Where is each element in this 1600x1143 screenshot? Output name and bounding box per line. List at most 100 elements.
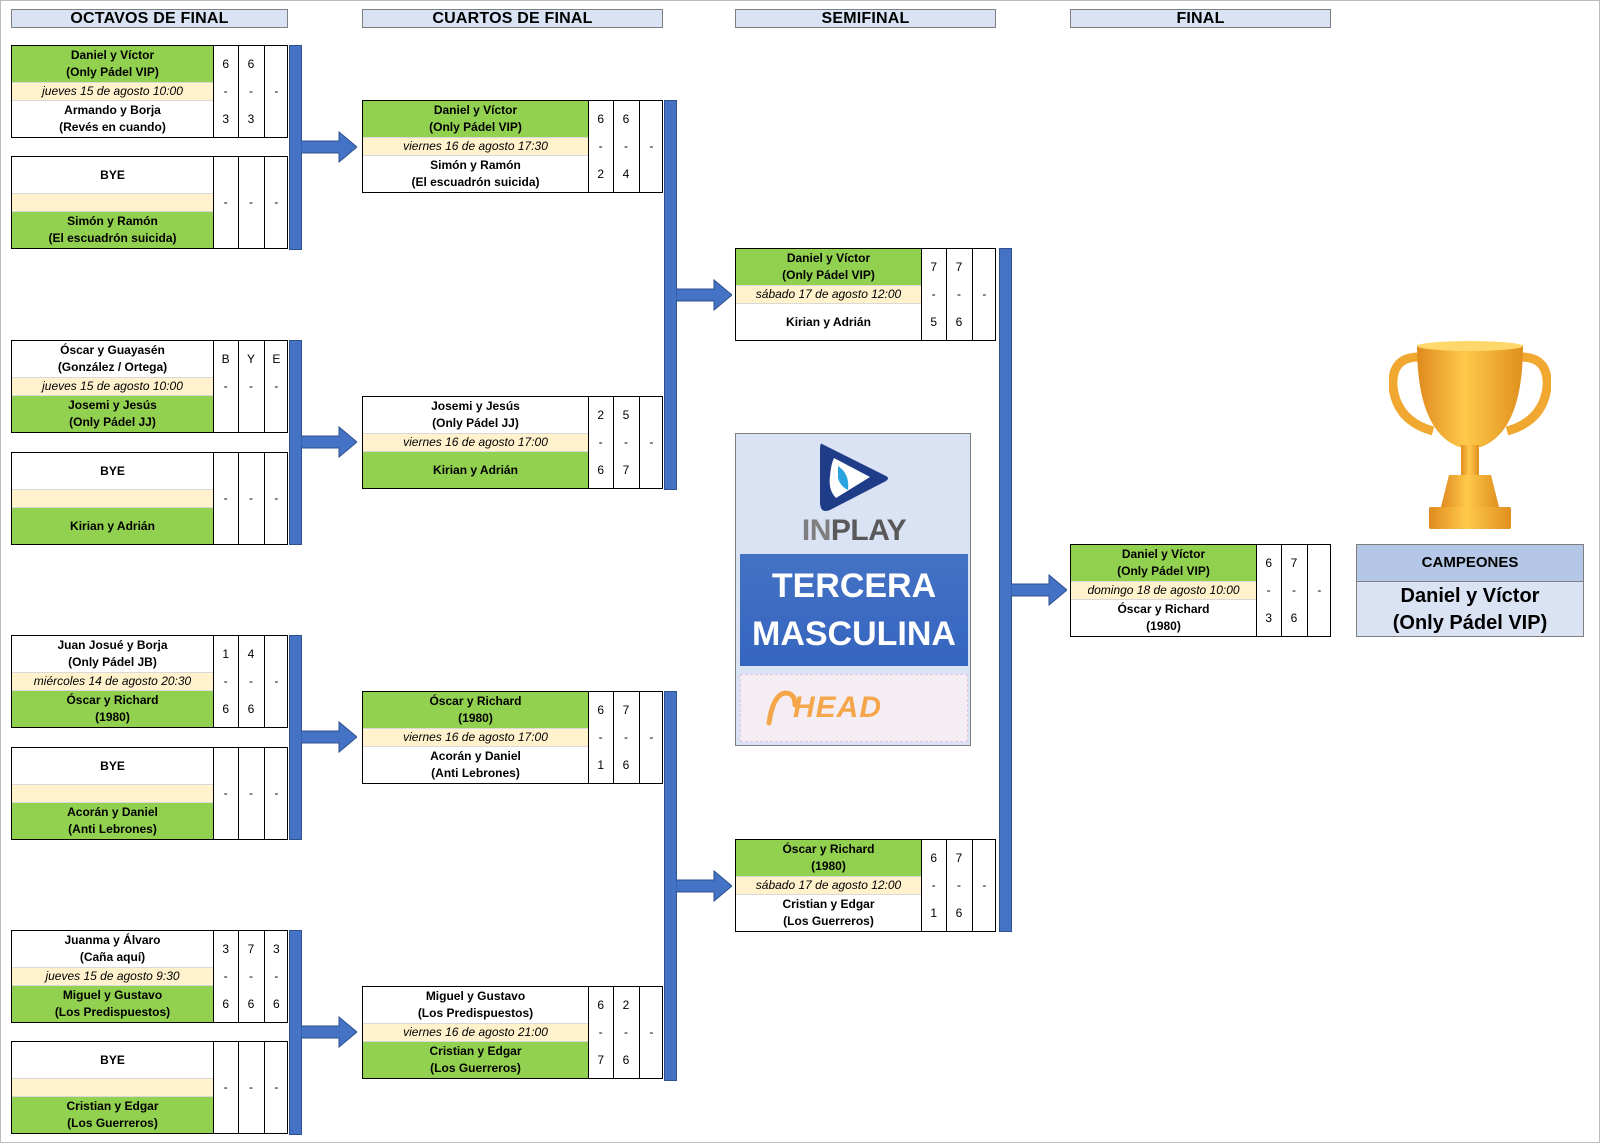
score-divider [238,636,240,727]
score-cell: 6 [930,850,937,865]
connector-arrow-icon [301,720,357,754]
score-cell: - [223,786,228,800]
round-header-semifinal: SEMIFINAL [735,9,996,28]
inplay-wordmark: INPLAY [736,514,972,548]
score-cell: - [274,379,279,393]
score-divider [263,1042,265,1133]
score-divider [588,987,589,1078]
score-cell: Y [246,351,255,366]
team-club: (Only Pádel JJ) [432,416,519,430]
match-datetime: jueves 15 de agosto 10:00 [12,377,213,396]
score-cell: - [274,1080,279,1094]
team-top: BYE [12,453,213,489]
score-divider [263,931,265,1022]
score-divider [613,101,615,192]
match-datetime: viernes 16 de agosto 17:00 [363,728,588,747]
category-box: TERCERA MASCULINA [740,554,968,666]
team-name: Acorán y Daniel [67,805,158,819]
match-datetime [12,1078,213,1097]
score-cell: - [623,1025,628,1039]
score-cell: - [649,1025,654,1039]
score-divider [613,397,615,488]
team-top: BYE [12,157,213,193]
team-club: (1980) [1146,619,1181,633]
score-cell [264,396,289,432]
score-divider [588,101,589,192]
score-cell: - [623,730,628,744]
inplay-in: IN [801,514,832,547]
score-cell: - [1317,583,1322,597]
score-divider [213,341,214,432]
match-datetime [12,489,213,508]
champions-line-2: (Only Pádel VIP) [1392,612,1548,634]
score-cell [1307,600,1332,636]
team-name: Kirian y Adrián [70,518,155,533]
score-cell: - [223,674,228,688]
score-cell: - [1291,583,1296,597]
score-cell: 6 [955,314,963,329]
score-divider [588,692,589,783]
score-cell: 7 [597,1052,604,1067]
team-name: Daniel y Víctor [70,48,155,62]
team-name: BYE [100,463,125,478]
score-cell: - [248,969,253,983]
score-cell: 4 [247,646,255,661]
score-cell [264,691,289,727]
team-name: Daniel y Víctor [433,103,518,117]
score-cell: 6 [597,997,604,1012]
score-cell: - [223,491,228,505]
score-cell: 6 [597,462,604,477]
score-cell: 6 [222,56,229,71]
team-name: Armando y Borja [64,103,161,117]
team-club: (1980) [458,711,493,725]
match-box: Daniel y Víctor(Only Pádel VIP)viernes 1… [362,100,663,193]
score-cell: - [956,287,961,301]
score-divider [213,453,214,544]
score-divider [638,397,640,488]
team-club: (Revés en cuando) [59,120,166,134]
match-datetime [12,784,213,803]
team-top: BYE [12,748,213,784]
score-divider [638,692,640,783]
score-divider [946,249,948,340]
score-cell: 6 [247,701,255,716]
team-club: (Anti Lebrones) [68,822,157,836]
score-cell: 7 [1290,555,1298,570]
team-name: BYE [100,758,125,773]
connector-arrow-icon [301,425,357,459]
team-bottom: Simón y Ramón(El escuadrón suicida) [12,212,213,248]
team-bottom: Armando y Borja (Revés en cuando) [12,101,213,137]
score-cell [238,396,263,432]
team-name: Juanma y Álvaro [64,933,161,947]
team-club: (Anti Lebrones) [431,766,520,780]
score-cell: 7 [622,462,630,477]
score-cell: 6 [955,905,963,920]
score-cell: - [274,969,279,983]
score-cell: 6 [1290,610,1298,625]
team-club: (Only Pádel VIP) [429,120,522,134]
score-cell: 6 [597,111,604,126]
match-box: Daniel y Víctor(Only Pádel VIP)jueves 15… [11,45,288,138]
match-box: Josemi y Jesús(Only Pádel JJ)viernes 16 … [362,396,663,489]
score-cell: - [223,195,228,209]
score-cell: - [223,969,228,983]
team-club: (Los Predispuestos) [54,1005,171,1019]
score-cell: - [248,674,253,688]
score-divider [1256,545,1257,636]
match-datetime: jueves 15 de agosto 10:00 [12,82,213,101]
score-cell: - [982,878,987,892]
score-cell [639,692,664,728]
team-top: Óscar y Richard(1980) [363,692,588,728]
round-header-octavos: OCTAVOS DE FINAL [11,9,288,28]
score-cell: - [223,84,228,98]
team-bottom: Óscar y Richard(1980) [1071,600,1256,636]
team-bottom: Óscar y Richard(1980) [12,691,213,727]
team-name: BYE [100,1052,125,1067]
score-cell: 6 [222,701,229,716]
score-cell: B [221,351,230,366]
score-divider [638,987,640,1078]
score-divider [238,453,240,544]
